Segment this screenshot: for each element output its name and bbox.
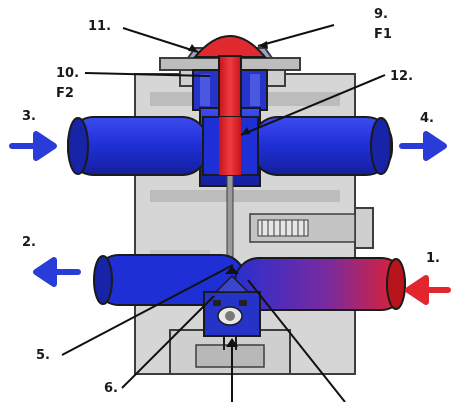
leader-arrowhead-12-icon xyxy=(241,127,250,135)
label-5: 5. xyxy=(36,348,50,363)
leader-arrowhead-9-icon xyxy=(258,41,268,49)
flow-marker-upper-icon xyxy=(225,266,239,274)
leader-arrowhead-11-icon xyxy=(188,44,198,52)
label-f2: F2 xyxy=(56,86,74,101)
label-9: 9. xyxy=(374,7,388,22)
label-11: 11. xyxy=(88,19,111,34)
upper-pipe xyxy=(67,116,393,176)
label-2: 2. xyxy=(22,235,36,250)
arrow-port-3-icon xyxy=(9,131,57,161)
arrow-port-1-icon xyxy=(405,275,451,305)
arrow-port-2-icon xyxy=(33,257,81,287)
label-1: 1. xyxy=(426,251,440,266)
label-6: 6. xyxy=(104,381,118,396)
label-4: 4. xyxy=(420,111,434,126)
label-3: 3. xyxy=(22,109,36,124)
label-12: 12. xyxy=(390,69,413,84)
label-f1: F1 xyxy=(374,27,392,42)
flow-marker-lower-icon xyxy=(226,338,238,347)
arrow-port-4-icon xyxy=(399,131,447,161)
leader-lines xyxy=(61,24,386,402)
label-10: 10. xyxy=(56,66,79,81)
valve-seat xyxy=(203,274,261,350)
